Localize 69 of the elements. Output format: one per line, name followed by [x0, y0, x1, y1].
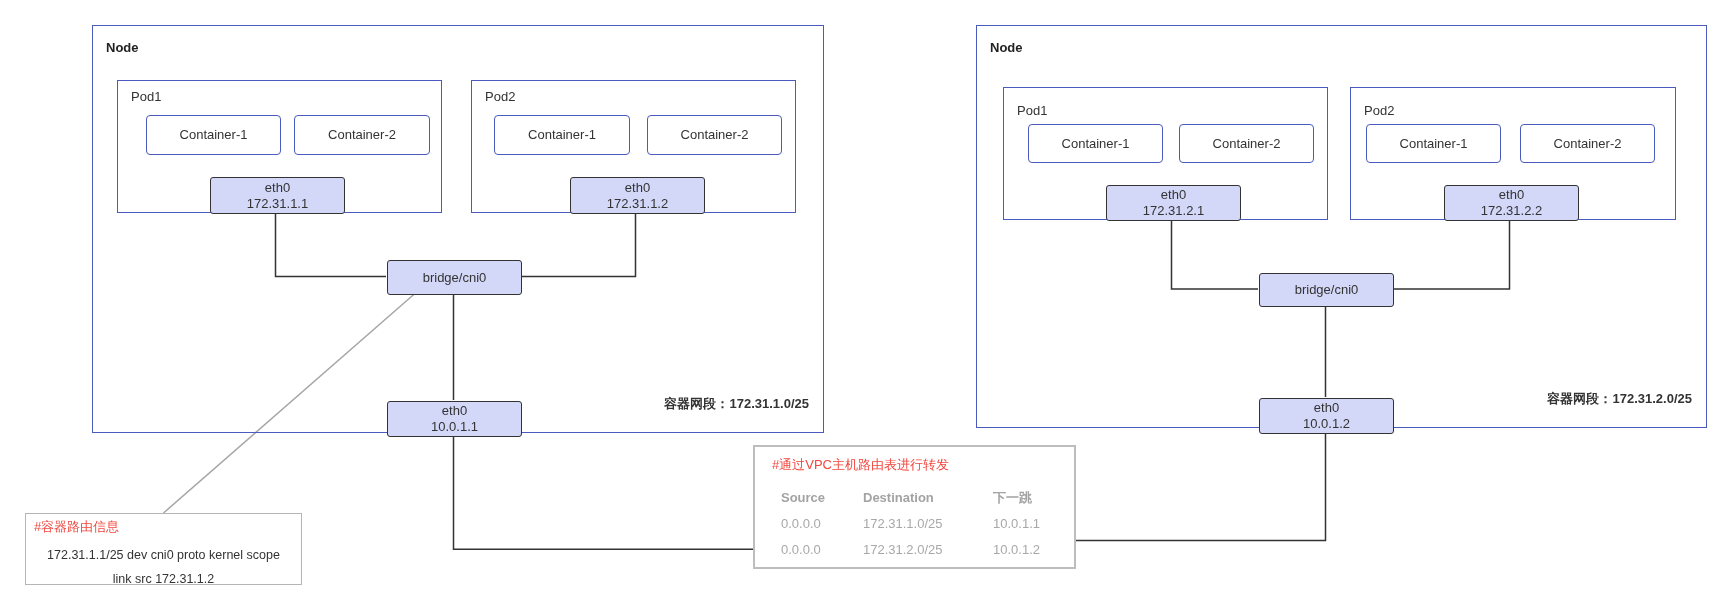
container-label: Container-1 [179, 126, 248, 145]
interface-box [1106, 185, 1241, 221]
table-cell-text: 172.31.1.0/25 [863, 515, 944, 534]
table-header: 下一跳 [993, 489, 1033, 508]
interface-box [1444, 185, 1579, 221]
container-box [146, 115, 281, 155]
bridge-box [387, 260, 522, 295]
pod-box [1003, 87, 1328, 220]
subnet-label: 容器网段：172.31.2.0/25 [1547, 389, 1692, 408]
ip-address: 172.31.2.1 [1142, 203, 1205, 219]
note-title: #容器路由信息 [34, 518, 120, 536]
container-label: Container-2 [1212, 134, 1281, 153]
subnet-label: 容器网段：172.31.1.0/25 [664, 394, 809, 413]
table-cell-text: 0.0.0.0 [781, 541, 822, 560]
table-header: Destination [863, 489, 935, 508]
interface-name: eth0 [624, 179, 651, 196]
pod-label: Pod1 [1017, 102, 1048, 120]
connector-line [1075, 432, 1327, 542]
node-title: Node [990, 39, 1023, 57]
interface-name: eth0 [1313, 400, 1340, 416]
container-box [1366, 124, 1501, 163]
interface-box [210, 177, 345, 214]
bridge-label: bridge/cni0 [422, 269, 487, 286]
ip-address: 10.0.1.1 [431, 419, 478, 435]
table-cell-text: 0.0.0.0 [781, 515, 822, 534]
table-cell-text: 172.31.2.0/25 [863, 541, 944, 560]
container-label: Container-1 [1399, 134, 1468, 153]
container-box [1028, 124, 1163, 163]
leader-line [162, 293, 416, 514]
table-title: #通过VPC主机路由表进行转发 [772, 456, 949, 474]
interface-box [387, 401, 522, 437]
container-box [294, 115, 430, 155]
container-label: Container-2 [328, 126, 396, 145]
interface-name: eth0 [1160, 187, 1187, 203]
container-label: Container-2 [1553, 134, 1622, 153]
pod-label: Pod2 [1364, 102, 1395, 120]
bridge-label: bridge/cni0 [1294, 282, 1359, 298]
routing-table-box [753, 445, 1076, 569]
pod-label: Pod1 [131, 88, 162, 106]
container-box [494, 115, 630, 155]
connector-line [452, 293, 455, 401]
connector-line [452, 435, 754, 550]
pod-label: Pod2 [485, 88, 516, 106]
interface-name: eth0 [1498, 187, 1525, 203]
container-box [647, 115, 782, 155]
ip-address: 10.0.1.2 [1303, 416, 1350, 432]
pod-box [117, 80, 442, 213]
container-box [1179, 124, 1314, 163]
pod-box [471, 80, 796, 213]
table-cell-text: 10.0.1.2 [993, 541, 1041, 560]
interface-box [1259, 398, 1394, 434]
note-box [25, 513, 302, 585]
note-text: 172.31.1.1/25 dev cni0 proto kernel scope link src 172.31.1.2 [47, 548, 280, 586]
table-cell-text: 10.0.1.1 [993, 515, 1041, 534]
interface-name: eth0 [441, 403, 468, 419]
ip-address: 172.31.1.1 [246, 195, 309, 212]
pod-box [1350, 87, 1676, 220]
table-header: Source [781, 489, 827, 508]
connector-line [1324, 305, 1327, 398]
ip-address: 172.31.1.2 [606, 195, 669, 212]
interface-name: eth0 [264, 179, 291, 196]
node-title: Node [106, 39, 139, 57]
container-box [1520, 124, 1655, 163]
container-label: Container-2 [680, 126, 749, 145]
container-label: Container-1 [528, 126, 596, 145]
container-label: Container-1 [1061, 134, 1130, 153]
interface-box [570, 177, 705, 214]
ip-address: 172.31.2.2 [1480, 203, 1543, 219]
bridge-box [1259, 273, 1394, 307]
